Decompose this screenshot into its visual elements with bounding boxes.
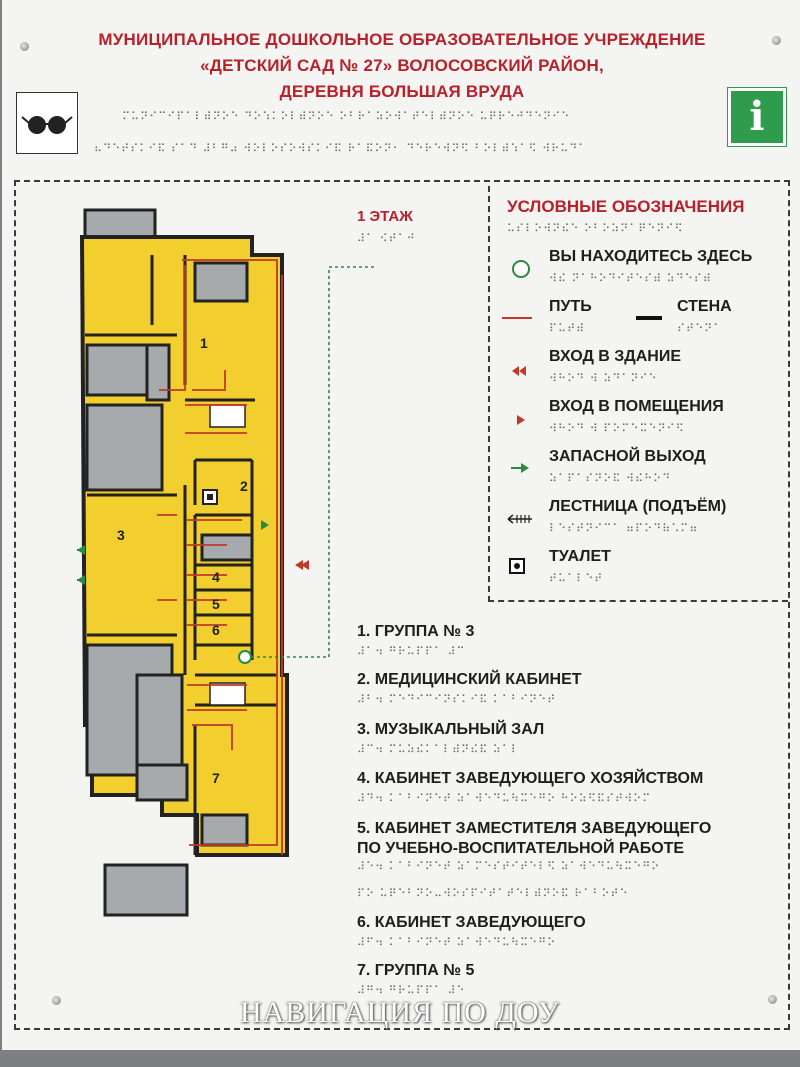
room-4: 4. КАБИНЕТ ЗАВЕДУЮЩЕГО ХОЗЯЙСТВОМ (357, 770, 704, 787)
room-5-braille-2: ⠏⠕ ⠥⠟⠑⠃⠝⠕⠤⠺⠕⠎⠏⠊⠞⠁⠞⠑⠇⠾⠝⠕⠯ ⠗⠁⠃⠕⠞⠑ (357, 887, 629, 900)
legend-you-are-here: ВЫ НАХОДИТЕСЬ ЗДЕСЬ (549, 248, 753, 265)
route-line-icon (502, 317, 532, 319)
plan-gray-block (135, 763, 189, 802)
plan-gray-block (200, 813, 249, 847)
screw-bottom-left (52, 996, 61, 1005)
room-entrance-icon (517, 415, 525, 425)
room-5-line-2: ПО УЧЕБНО-ВОСПИТАТЕЛЬНОЙ РАБОТЕ (357, 840, 685, 857)
stairs-icon (507, 514, 532, 524)
plan-connector-line (251, 266, 377, 658)
legend-emergency-exit: ЗАПАСНОЙ ВЫХОД (549, 448, 706, 465)
toilet-icon (509, 558, 525, 574)
plan-walls (85, 255, 277, 855)
legend-stairs-braille: ⠇⠑⠎⠞⠝⠊⠉⠁ ⠶⠏⠕⠙⠷⠡⠍⠶ (549, 522, 699, 535)
low-vision-glasses-icon (16, 92, 78, 154)
plan-emergency-exits (77, 520, 269, 585)
legend-building-entrance: ВХОД В ЗДАНИЕ (549, 348, 681, 365)
building-entrance-icon (512, 366, 526, 376)
header-braille-2: ⠦⠙⠑⠞⠎⠅⠊⠯ ⠎⠁⠙ ⠼⠃⠛⠴ ⠺⠕⠇⠕⠎⠕⠺⠎⠅⠊⠯ ⠗⠁⠯⠕⠝⠂ ⠙⠑⠗… (94, 142, 588, 155)
plan-building-entrance (295, 560, 309, 570)
legend-box (488, 186, 788, 602)
header-line-3: ДЕРЕВНЯ БОЛЬШАЯ ВРУДА (279, 82, 525, 101)
header-line-2: «ДЕТСКИЙ САД № 27» ВОЛОСОВСКИЙ РАЙОН, (200, 56, 604, 75)
plan-number-4: 4 (212, 569, 220, 585)
emergency-exit-icon (511, 463, 529, 473)
screw-top-right (772, 36, 781, 45)
room-3-braille: ⠼⠉⠲ ⠍⠥⠵⠮⠅⠁⠇⠾⠝⠮⠯ ⠵⠁⠇ (357, 743, 520, 756)
room-3: 3. МУЗЫКАЛЬНЫЙ ЗАЛ (357, 721, 545, 738)
plan-gray-block (135, 673, 184, 767)
plan-number-7: 7 (212, 770, 220, 786)
plan-gray-block (200, 533, 254, 562)
you-are-here-icon (512, 260, 530, 278)
screw-bottom-right (768, 995, 777, 1004)
plan-route (157, 259, 283, 855)
legend-room-entrance-braille: ⠺⠓⠕⠙ ⠺ ⠏⠕⠍⠑⠭⠑⠝⠊⠫ (549, 422, 685, 435)
info-sign-letter: i (749, 93, 765, 140)
room-1-braille: ⠼⠁⠲ ⠛⠗⠥⠏⠏⠁ ⠼⠉ (357, 645, 466, 658)
header-braille-1: ⠍⠥⠝⠊⠉⠊⠏⠁⠇⠾⠝⠕⠑ ⠙⠕⠱⠅⠕⠇⠾⠝⠕⠑ ⠕⠃⠗⠁⠵⠕⠺⠁⠞⠑⠇⠾⠝⠕⠑… (122, 110, 571, 123)
legend-title: УСЛОВНЫЕ ОБОЗНАЧЕНИЯ (507, 197, 745, 216)
room-6: 6. КАБИНЕТ ЗАВЕДУЮЩЕГО (357, 914, 586, 931)
room-7: 7. ГРУППА № 5 (357, 962, 475, 979)
watermark-caption: НАВИГАЦИЯ ПО ДОУ (239, 996, 561, 1029)
room-4-braille: ⠼⠙⠲ ⠅⠁⠃⠊⠝⠑⠞ ⠵⠁⠺⠑⠙⠥⠳⠭⠑⠛⠕ ⠓⠕⠵⠫⠯⠎⠞⠺⠕⠍ (357, 792, 652, 805)
plan-gray-block (103, 863, 189, 917)
wall-line-icon (636, 316, 662, 320)
room-2: 2. МЕДИЦИНСКИЙ КАБИНЕТ (357, 671, 582, 688)
room-7-braille: ⠼⠛⠲ ⠛⠗⠥⠏⠏⠁ ⠼⠑ (357, 984, 466, 997)
plan-border (14, 180, 790, 1030)
plan-number-6: 6 (212, 622, 220, 638)
plan-gray-block (85, 343, 159, 397)
legend-building-entrance-braille: ⠺⠓⠕⠙ ⠺ ⠵⠙⠁⠝⠊⠑ (549, 372, 658, 385)
legend-toilet-braille: ⠞⠥⠁⠇⠑⠞ (549, 572, 604, 585)
plan-number-5: 5 (212, 596, 220, 612)
plan-toilet-center (207, 494, 213, 500)
legend-you-are-here-braille: ⠺⠮ ⠝⠁⠓⠕⠙⠊⠞⠑⠎⠾ ⠵⠙⠑⠎⠾ (549, 272, 712, 285)
room-5: 5. КАБИНЕТ ЗАМЕСТИТЕЛЯ ЗАВЕДУЮЩЕГО (357, 820, 712, 837)
legend-path: ПУТЬ (549, 298, 592, 315)
floor-braille: ⠼⠁ ⠪⠞⠁⠚ (357, 232, 416, 245)
room-2-braille: ⠼⠃⠲ ⠍⠑⠙⠊⠉⠊⠝⠎⠅⠊⠯ ⠅⠁⠃⠊⠝⠑⠞ (357, 693, 557, 706)
screw-top-left (20, 42, 29, 51)
plan-you-are-here (238, 650, 252, 664)
room-6-braille: ⠼⠋⠲ ⠅⠁⠃⠊⠝⠑⠞ ⠵⠁⠺⠑⠙⠥⠳⠭⠑⠛⠕ (357, 936, 557, 949)
legend-path-braille: ⠏⠥⠞⠾ (549, 322, 586, 335)
legend-room-entrance: ВХОД В ПОМЕЩЕНИЯ (549, 398, 724, 415)
plan-gray-block (145, 343, 171, 402)
plan-number-2: 2 (240, 478, 248, 494)
floor-title: 1 ЭТАЖ (357, 208, 413, 225)
legend-stairs: ЛЕСТНИЦА (ПОДЪЁМ) (549, 498, 727, 515)
legend-emergency-exit-braille: ⠵⠁⠏⠁⠎⠝⠕⠯ ⠺⠮⠓⠕⠙ (549, 472, 672, 485)
legend-title-braille: ⠥⠎⠇⠕⠺⠝⠮⠑ ⠕⠃⠕⠵⠝⠁⠟⠑⠝⠊⠫ (507, 222, 684, 235)
plan-gray-block (193, 261, 249, 303)
legend-toilet: ТУАЛЕТ (549, 548, 611, 565)
plan-gray-block (85, 403, 164, 492)
room-5-braille: ⠼⠑⠲ ⠅⠁⠃⠊⠝⠑⠞ ⠵⠁⠍⠑⠎⠞⠊⠞⠑⠇⠫ ⠵⠁⠺⠑⠙⠥⠳⠭⠑⠛⠕ (357, 860, 661, 873)
legend-wall: СТЕНА (677, 298, 732, 315)
room-1: 1. ГРУППА № 3 (357, 623, 475, 640)
floor-plan (77, 208, 377, 917)
header-line-1: МУНИЦИПАЛЬНОЕ ДОШКОЛЬНОЕ ОБРАЗОВАТЕЛЬНОЕ… (98, 30, 706, 49)
plan-number-3: 3 (117, 527, 125, 543)
plan-number-1: 1 (200, 335, 208, 351)
legend-wall-braille: ⠎⠞⠑⠝⠁ (677, 322, 723, 335)
info-sign-icon: i (727, 87, 787, 147)
